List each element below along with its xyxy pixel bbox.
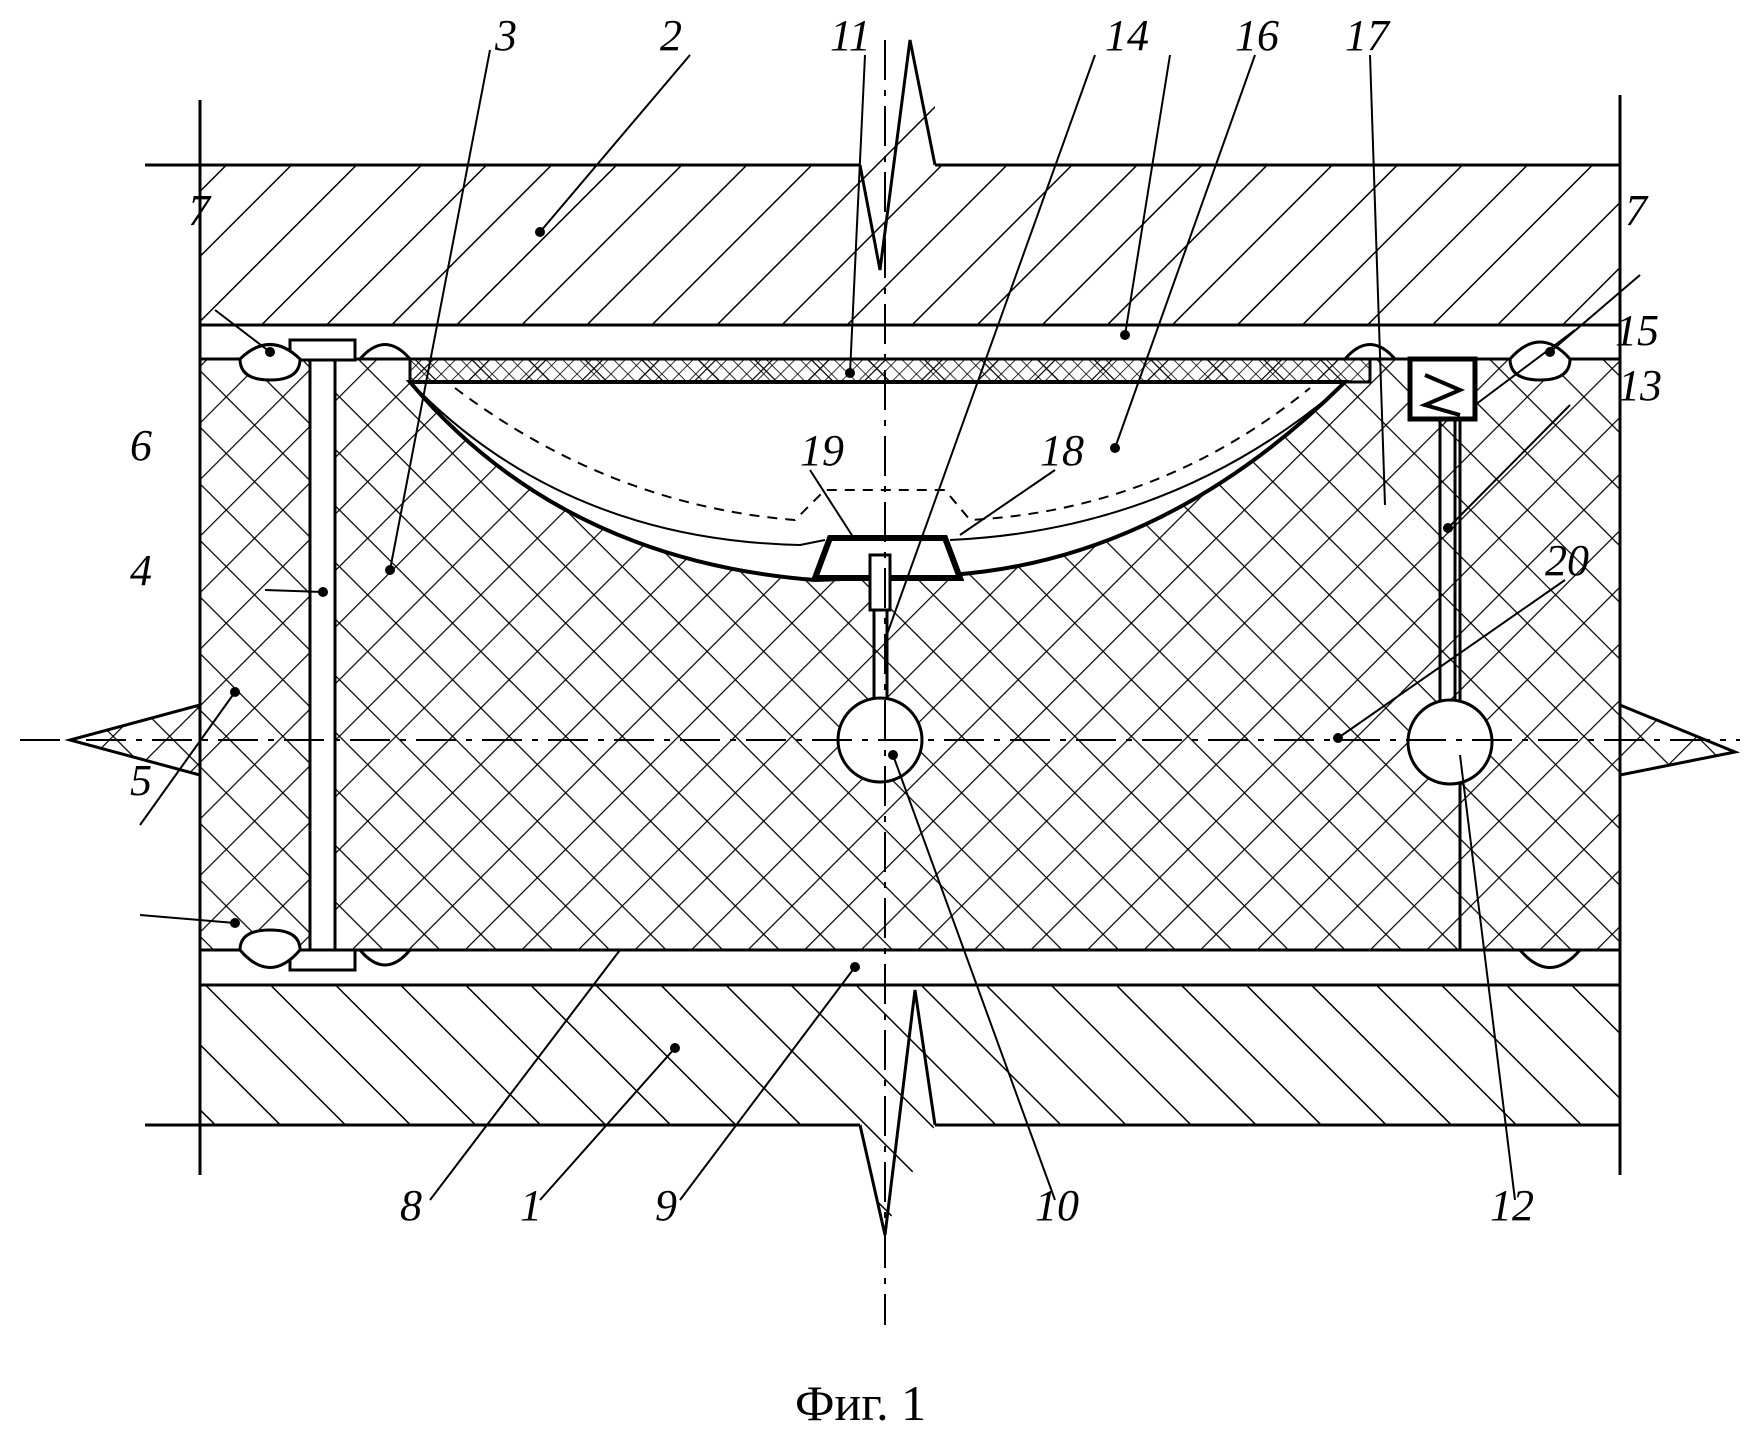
valve-stem: [868, 553, 892, 612]
vertical-plate: [308, 343, 337, 962]
label-14: 14: [1105, 11, 1149, 60]
label-2: 2: [660, 11, 682, 60]
joint-seal-top-left: [238, 343, 302, 382]
label-20: 20: [1545, 536, 1589, 585]
figure-caption: Фиг. 1: [795, 1375, 926, 1431]
joint-seal-top-right: [1508, 340, 1572, 382]
label-17: 17: [1345, 11, 1391, 60]
label-10: 10: [1035, 1181, 1079, 1230]
joint-seal-bottom-left: [238, 928, 302, 969]
label-5: 5: [130, 756, 152, 805]
leader-dots: [230, 227, 1555, 1053]
label-1: 1: [520, 1181, 542, 1230]
joint-seal-top-right-inner: [1341, 343, 1399, 361]
leaders: [139, 49, 1641, 1201]
label-15: 15: [1615, 306, 1659, 355]
label-18: 18: [1040, 426, 1084, 475]
label-4: 4: [130, 546, 152, 595]
label-11: 11: [830, 11, 871, 60]
joint-seal-top-middle: [356, 343, 414, 361]
bottom-gap-layer: [198, 948, 1622, 987]
label-13: 13: [1618, 361, 1662, 410]
top-gap-layer: [198, 323, 1622, 361]
label-6: 6: [130, 421, 152, 470]
label-12: 12: [1490, 1181, 1534, 1230]
label-16: 16: [1235, 11, 1279, 60]
lower-slab: [200, 985, 1620, 1230]
lower-break-line: [858, 989, 937, 1236]
pipe-12: [1406, 698, 1494, 786]
membrane-lower: [419, 391, 826, 547]
upper-break-line: [858, 39, 937, 271]
outer-wall-left: [64, 357, 312, 952]
label-7-right: 7: [1625, 186, 1649, 235]
label-7-left: 7: [188, 186, 212, 235]
upper-slab: [200, 55, 1620, 325]
membrane-lower-right: [949, 391, 1336, 541]
joint-seal-bottom-right: [1516, 948, 1584, 969]
label-8: 8: [400, 1181, 422, 1230]
sealing-plate: [408, 357, 1372, 384]
label-3: 3: [494, 11, 517, 60]
label-9: 9: [655, 1181, 677, 1230]
outer-wall-right: [1458, 357, 1741, 952]
spring-zigzag: [1419, 373, 1466, 417]
joint-seal-bottom-middle: [356, 948, 414, 967]
plate-flange-bottom: [288, 948, 357, 972]
label-19: 19: [800, 426, 844, 475]
